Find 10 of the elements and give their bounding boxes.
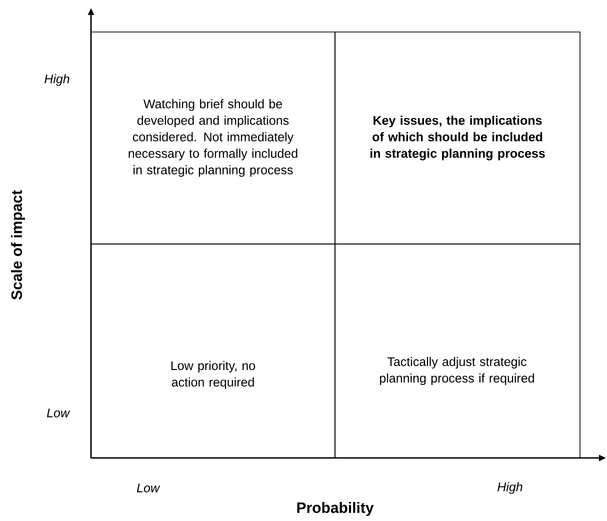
quadrant-box: Key issues, the implications of which should be included in strategic planning process xyxy=(334,32,580,244)
axis-tick-label: Low xyxy=(136,484,160,492)
quadrant-box: Tactically adjust strategic planning process if required xyxy=(334,244,580,458)
quadrant-box: Low priority, no action required xyxy=(90,244,336,458)
quadrant-box: Watching brief should be developed and implications considered. Not immediately necessary to formally included in strategic planning process xyxy=(90,32,336,244)
axis-tick-label: Low xyxy=(46,408,70,418)
axis-tick-label: High xyxy=(498,482,522,494)
axis-title: Probability xyxy=(297,502,374,516)
axis-title: Scale of impact xyxy=(11,190,25,300)
axis-tick-label: High xyxy=(44,74,70,86)
